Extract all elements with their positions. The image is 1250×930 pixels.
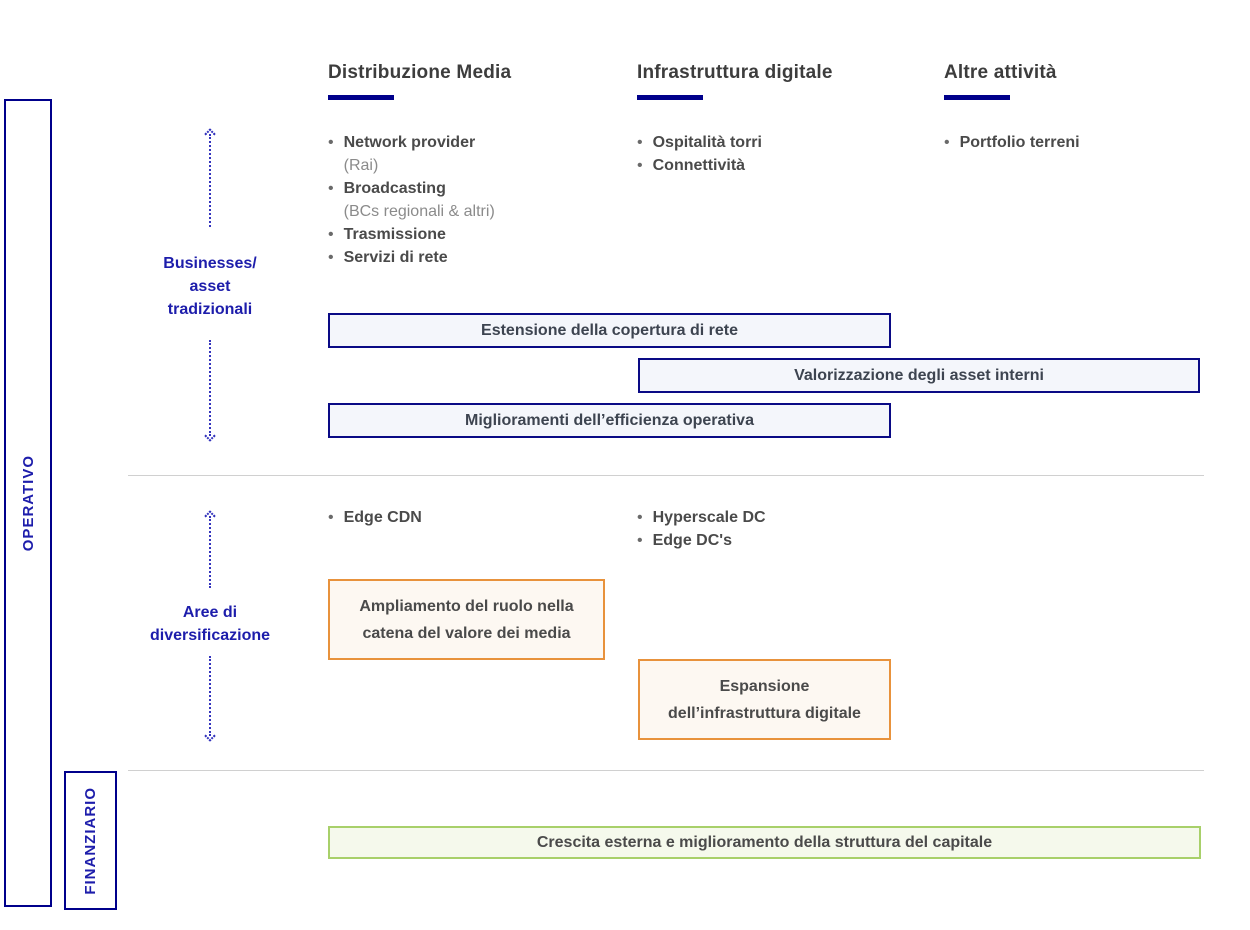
- dotted-line: [209, 134, 211, 227]
- column-header-altre-attivita: Altre attività: [944, 62, 1057, 83]
- finanziario-band: FINANZIARIO: [64, 771, 117, 910]
- list-item: • Edge CDN: [328, 506, 422, 529]
- bullet-icon: •: [328, 249, 334, 266]
- strategy-box-valorizzazione-asset: Valorizzazione degli asset interni: [638, 358, 1200, 393]
- bullet-icon: •: [328, 509, 334, 526]
- bullet-icon: •: [328, 180, 334, 197]
- section-divider: [128, 770, 1204, 771]
- list-item: • Edge DC's: [637, 529, 766, 552]
- arrowhead-up-icon: [204, 510, 216, 522]
- list-item: • Ospitalità torri: [637, 131, 762, 154]
- bullet-icon: •: [637, 134, 643, 151]
- operativo-label: OPERATIVO: [19, 454, 37, 552]
- list-item-label: Broadcasting: [343, 180, 446, 197]
- list-item-label: Edge DC's: [652, 532, 732, 549]
- strategy-box-crescita-esterna: Crescita esterna e miglioramento della s…: [328, 826, 1201, 859]
- list-item-label: Portfolio terreni: [959, 134, 1080, 151]
- list-item: • Portfolio terreni: [944, 131, 1080, 154]
- bullet-icon: •: [637, 532, 643, 549]
- list-item: • Trasmissione: [328, 223, 495, 246]
- dotted-arrow-up-icon: [204, 128, 216, 227]
- arrowhead-down-icon: [204, 730, 216, 742]
- dotted-arrow-up-icon: [204, 510, 216, 588]
- bullet-icon: •: [637, 509, 643, 526]
- header-underline: [944, 95, 1010, 100]
- list-item: • Servizi di rete: [328, 246, 495, 269]
- header-underline: [637, 95, 703, 100]
- list-item-label: Trasmissione: [343, 226, 446, 243]
- bullet-icon: •: [944, 134, 950, 151]
- list-item-label: Ospitalità torri: [652, 134, 762, 151]
- bullet-icon: •: [328, 134, 334, 151]
- dotted-line: [209, 656, 211, 736]
- strategy-box-estensione-copertura: Estensione della copertura di rete: [328, 313, 891, 348]
- column-header-distribuzione-media: Distribuzione Media: [328, 62, 512, 83]
- list-item-note: (Rai): [343, 157, 379, 174]
- operativo-band: OPERATIVO: [4, 99, 52, 907]
- bullet-list-infra-row2: • Hyperscale DC • Edge DC's: [637, 506, 766, 552]
- strategy-box-efficienza-operativa: Miglioramenti dell’efficienza operativa: [328, 403, 891, 438]
- arrowhead-up-icon: [204, 128, 216, 140]
- finanziario-label: FINANZIARIO: [82, 786, 99, 895]
- list-item-label: Hyperscale DC: [652, 509, 766, 526]
- bullet-list-media-row2: • Edge CDN: [328, 506, 422, 529]
- dotted-line: [209, 516, 211, 588]
- section-divider: [128, 475, 1204, 476]
- dotted-line: [209, 340, 211, 436]
- bullet-icon: •: [637, 157, 643, 174]
- strategy-box-espansione-infrastruttura: Espansione dell’infrastruttura digitale: [638, 659, 891, 740]
- list-item-label: Network provider: [343, 134, 476, 151]
- list-item: • Hyperscale DC: [637, 506, 766, 529]
- list-item-label: Connettività: [652, 157, 746, 174]
- list-item-label: Servizi di rete: [343, 249, 448, 266]
- bullet-list-infra-row1: • Ospitalità torri • Connettività: [637, 131, 762, 177]
- dotted-arrow-down-icon: [204, 656, 216, 742]
- strategy-box-ampliamento-ruolo-media: Ampliamento del ruolo nella catena del v…: [328, 579, 605, 660]
- row-label-aree-di-diversificazione: Aree di diversificazione: [149, 604, 271, 644]
- header-underline: [328, 95, 394, 100]
- list-item: • Network provider (Rai): [328, 131, 495, 177]
- list-item: • Broadcasting (BCs regionali & altri): [328, 177, 495, 223]
- list-item: • Connettività: [637, 154, 762, 177]
- row-label-businesses-asset-tradizionali: Businesses/ asset tradizionali: [163, 255, 257, 318]
- column-header-infrastruttura-digitale: Infrastruttura digitale: [637, 62, 833, 83]
- dotted-arrow-down-icon: [204, 340, 216, 442]
- arrowhead-down-icon: [204, 430, 216, 442]
- bullet-icon: •: [328, 226, 334, 243]
- bullet-list-media-row1: • Network provider (Rai) • Broadcasting …: [328, 131, 495, 269]
- list-item-label: Edge CDN: [343, 509, 422, 526]
- list-item-note: (BCs regionali & altri): [343, 203, 495, 220]
- bullet-list-altre-row1: • Portfolio terreni: [944, 131, 1080, 154]
